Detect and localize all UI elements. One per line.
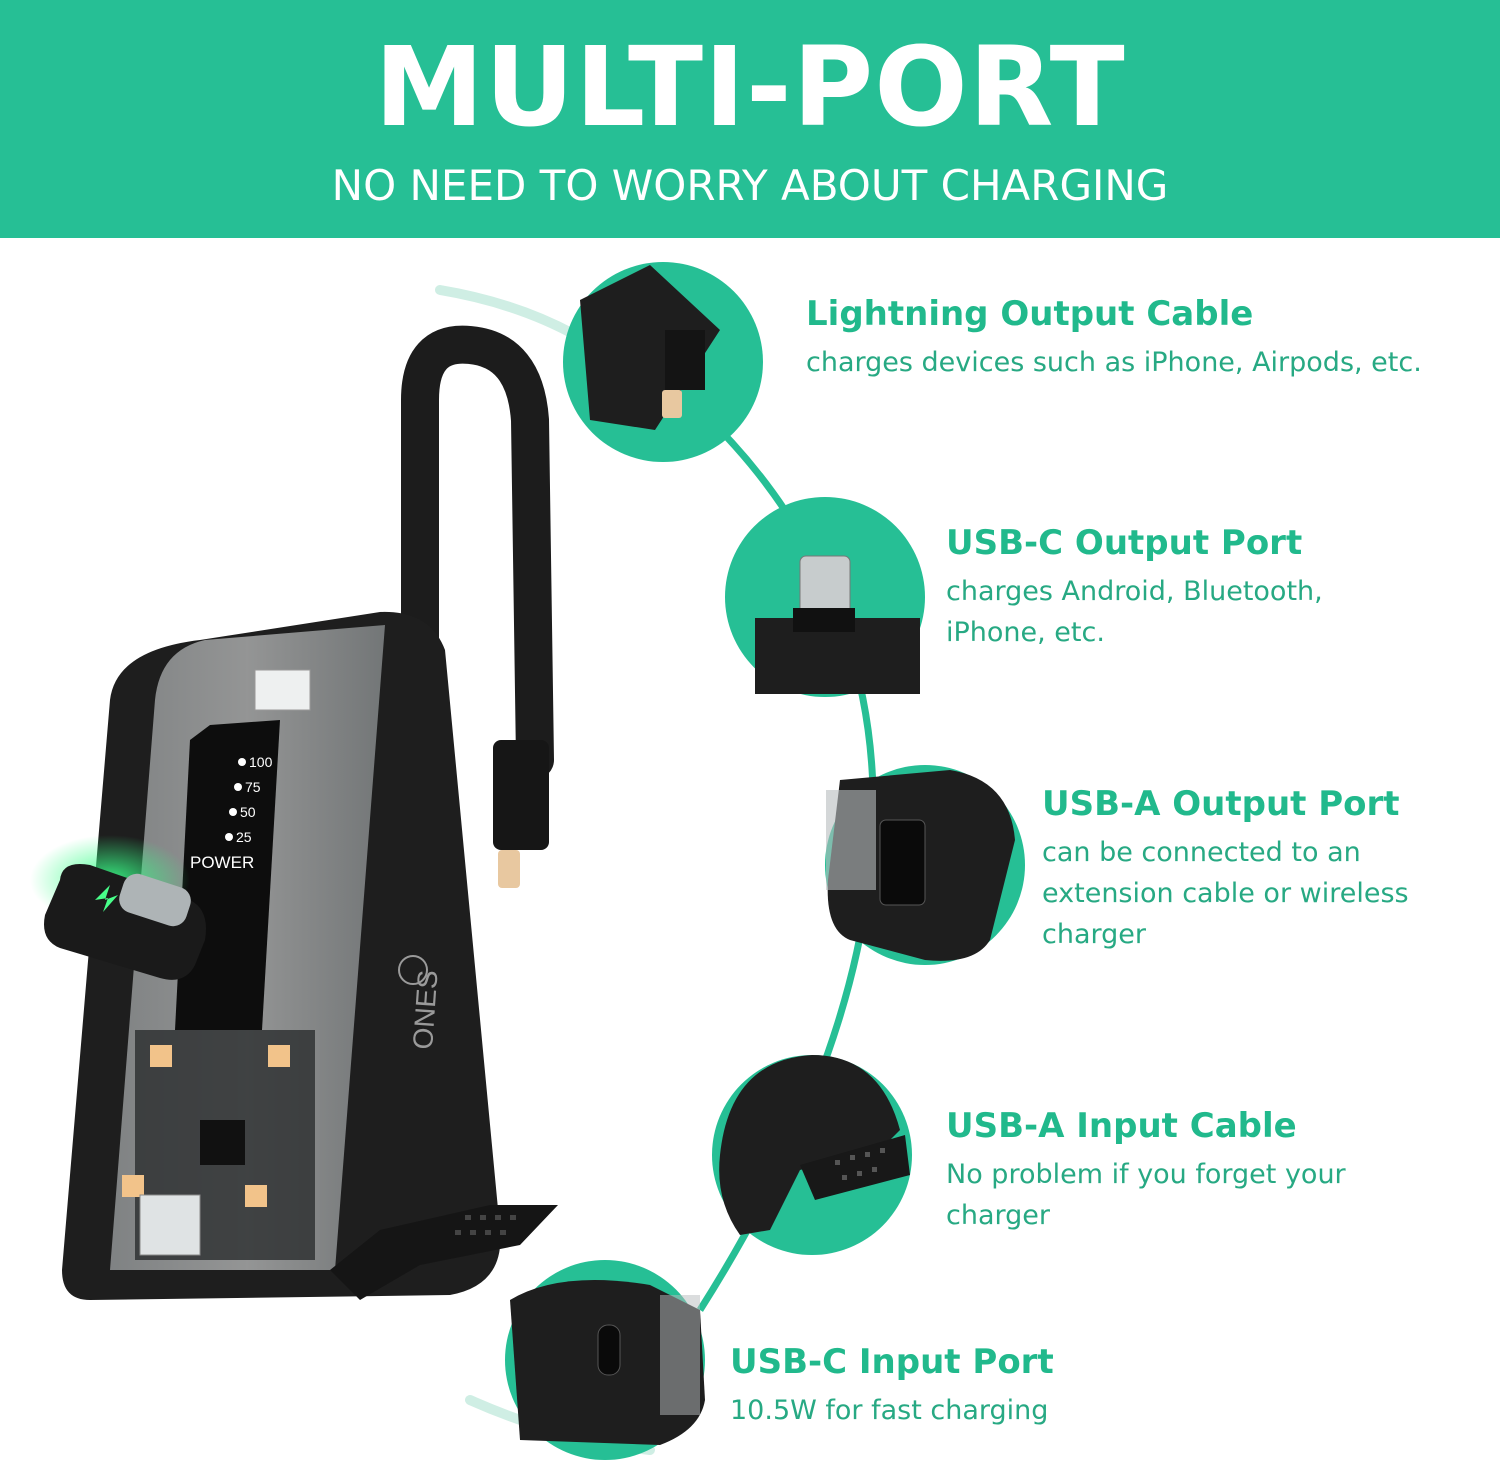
- feature-title: USB-A Output Port: [1042, 784, 1400, 824]
- zoom-circle-usb-c-output: [725, 497, 925, 697]
- battery-dot: [225, 833, 233, 841]
- battery-display-panel: [175, 720, 280, 1030]
- battery-dot: [234, 783, 242, 791]
- chip-icon: [200, 1120, 245, 1165]
- page-subtitle: NO NEED TO WORRY ABOUT CHARGING: [331, 161, 1169, 210]
- feature-description: No problem if you forget your charger: [946, 1159, 1346, 1231]
- battery-level-50: 50: [240, 804, 256, 820]
- lightning-connector-icon: [498, 850, 520, 888]
- feature-title: USB-A Input Cable: [946, 1106, 1297, 1146]
- cable-dots: [455, 1215, 516, 1235]
- battery-dot: [229, 808, 237, 816]
- feature-description: charges devices such as iPhone, Airpods,…: [806, 347, 1422, 378]
- lightning-plug-body: [493, 740, 549, 850]
- lightning-bolt-icon: [95, 885, 118, 912]
- usb-a-input-cable-icon: [330, 1205, 558, 1300]
- led-chip: [122, 1175, 144, 1197]
- brand-logo-text: ONES: [407, 969, 443, 1050]
- battery-level-75: 75: [245, 779, 261, 795]
- feature-description: can be connected to an extension cable o…: [1042, 837, 1409, 950]
- feature-title: Lightning Output Cable: [806, 294, 1254, 334]
- usb-c-connector-icon: [119, 873, 191, 927]
- feature-usb-c-input-port: USB-C Input Port 10.5W for fast charging: [730, 1340, 1230, 1431]
- battery-dot: [238, 758, 246, 766]
- zoom-circle-usb-c-input: [505, 1260, 705, 1460]
- led-chip: [245, 1185, 267, 1207]
- feature-title: USB-C Output Port: [946, 523, 1303, 563]
- feature-description: charges Android, Bluetooth, iPhone, etc.: [946, 576, 1323, 648]
- power-label: POWER: [190, 853, 254, 872]
- page-title: MULTI-PORT: [374, 23, 1126, 151]
- feature-lightning-output-cable: Lightning Output Cable charges devices s…: [806, 292, 1446, 383]
- feature-usb-a-output-port: USB-A Output Port can be connected to an…: [1042, 782, 1482, 955]
- led-chip: [150, 1045, 172, 1067]
- battery-level-25: 25: [236, 829, 252, 845]
- zoom-circle-lightning: [563, 262, 763, 462]
- usb-c-output-port-icon: [254, 669, 311, 711]
- feature-title: USB-C Input Port: [730, 1342, 1054, 1382]
- feature-usb-c-output-port: USB-C Output Port charges Android, Bluet…: [946, 521, 1426, 653]
- lightning-cable-icon: [401, 325, 554, 779]
- usb-a-output-port-icon: [139, 1194, 201, 1256]
- battery-level-100: 100: [249, 754, 273, 770]
- brand-logo-icon: [398, 955, 428, 985]
- feature-usb-a-input-cable: USB-A Input Cable No problem if you forg…: [946, 1104, 1386, 1236]
- zoom-circle-usb-a-input: [712, 1055, 912, 1255]
- header-banner: MULTI-PORT NO NEED TO WORRY ABOUT CHARGI…: [0, 0, 1500, 238]
- led-chip: [268, 1045, 290, 1067]
- zoom-circle-usb-a-output: [825, 765, 1025, 965]
- feature-description: 10.5W for fast charging: [730, 1395, 1049, 1426]
